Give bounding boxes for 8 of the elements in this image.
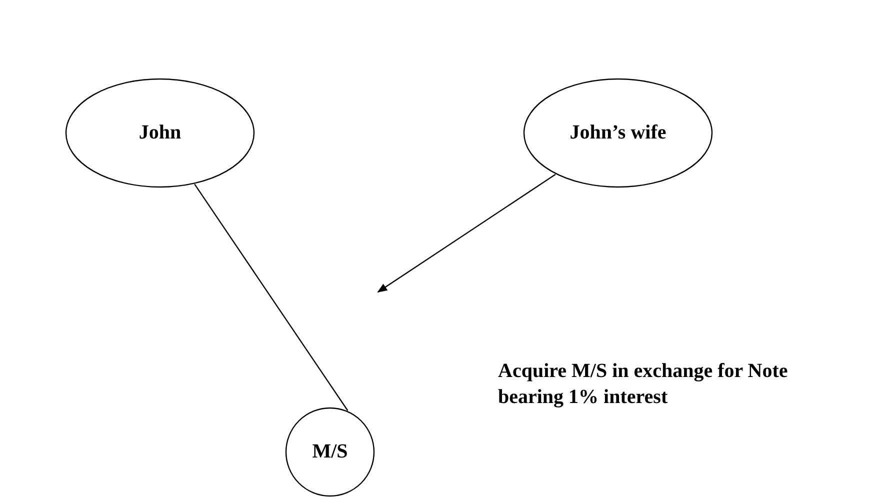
oval-node [523,78,713,188]
node-label: M/S [312,440,348,464]
node-label: John’s wife [570,122,666,144]
oval-node [65,78,255,188]
circle-node [285,407,375,497]
connector-line [194,184,348,411]
arrow [377,174,556,293]
node-label: John [138,122,182,144]
